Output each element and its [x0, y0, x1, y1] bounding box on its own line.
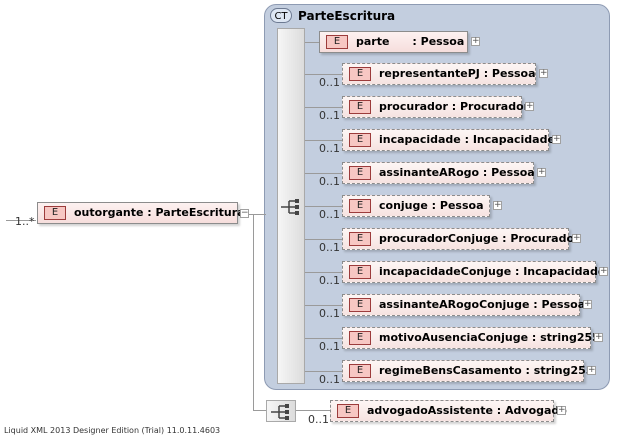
expand-toggle-icon[interactable]: +: [572, 233, 581, 243]
connector-line: [6, 220, 36, 221]
element-occurrence: 0..1: [319, 109, 340, 122]
element-label: conjuge : Pessoa: [379, 199, 484, 212]
expand-toggle-icon[interactable]: +: [539, 68, 548, 78]
element-badge: E: [349, 364, 371, 378]
element-badge: E: [337, 404, 359, 418]
expand-toggle-icon[interactable]: +: [525, 101, 534, 111]
element-label: incapacidadeConjuge : Incapacidade: [379, 265, 606, 278]
connector-line: [305, 305, 342, 306]
collapse-toggle-icon[interactable]: −: [240, 208, 249, 218]
expand-toggle-icon[interactable]: +: [537, 167, 546, 177]
expand-toggle-icon[interactable]: +: [587, 365, 596, 375]
element-badge: E: [349, 100, 371, 114]
sequence-icon: [281, 199, 299, 215]
complex-type-title: ParteEscritura: [298, 9, 396, 23]
connector-line: [253, 410, 267, 411]
expand-toggle-icon[interactable]: +: [493, 200, 502, 210]
element-occurrence: 0..1: [319, 175, 340, 188]
expand-toggle-icon[interactable]: +: [583, 299, 592, 309]
element-label: outorgante : ParteEscritura: [74, 206, 245, 219]
element-label: incapacidade : Incapacidade: [379, 133, 555, 146]
sequence-compositor[interactable]: [277, 28, 305, 384]
element-label: parte : Pessoa: [356, 35, 465, 48]
expand-toggle-icon[interactable]: +: [552, 134, 561, 144]
connector-line: [246, 214, 266, 215]
element-badge: E: [349, 298, 371, 312]
element-occurrence: 0..1: [319, 373, 340, 386]
element-badge: E: [349, 265, 371, 279]
connector-line: [305, 173, 342, 174]
element-occurrence: 0..1: [319, 208, 340, 221]
expand-toggle-icon[interactable]: +: [471, 36, 480, 46]
element-badge: E: [349, 232, 371, 246]
connector-line: [305, 107, 342, 108]
connector-line: [305, 140, 342, 141]
element-label: regimeBensCasamento : string255: [379, 364, 594, 377]
expand-toggle-icon[interactable]: +: [599, 266, 608, 276]
element-badge: E: [349, 133, 371, 147]
element-badge: E: [326, 35, 348, 49]
element-label: advogadoAssistente : Advogado: [367, 404, 567, 417]
connector-line: [305, 338, 342, 339]
element-outorgante[interactable]: E outorgante : ParteEscritura: [37, 202, 245, 224]
connector-line: [305, 42, 319, 43]
root-occurrence: 1..*: [15, 215, 35, 228]
connector-line: [305, 371, 342, 372]
element-badge: E: [349, 331, 371, 345]
connector-line: [253, 214, 254, 411]
element-advogado-assistente[interactable]: E advogadoAssistente : Advogado: [330, 400, 567, 422]
element-badge: E: [349, 199, 371, 213]
connector-line: [296, 410, 330, 411]
element-occurrence: 0..1: [319, 142, 340, 155]
element-occurrence: 0..1: [319, 274, 340, 287]
element-label: assinanteARogoConjuge : Pessoa: [379, 298, 586, 311]
element-label: procurador : Procurador: [379, 100, 530, 113]
complex-type-badge: CT: [270, 8, 292, 23]
connector-line: [305, 206, 342, 207]
connector-line: [305, 272, 342, 273]
element-occurrence: 0..1: [319, 307, 340, 320]
expand-toggle-icon[interactable]: +: [557, 405, 566, 415]
element-label: procuradorConjuge : Procurador: [379, 232, 580, 245]
element-label: motivoAusenciaConjuge : string255: [379, 331, 600, 344]
element-occurrence: 0..1: [308, 413, 329, 426]
element-label: assinanteARogo : Pessoa: [379, 166, 535, 179]
sequence-icon: [271, 404, 289, 420]
element-badge: E: [349, 166, 371, 180]
connector-line: [305, 74, 342, 75]
element-occurrence: 0..1: [319, 76, 340, 89]
element-occurrence: 0..1: [319, 241, 340, 254]
element-badge: E: [349, 67, 371, 81]
element-label: representantePJ : Pessoa: [379, 67, 536, 80]
connector-line: [305, 239, 342, 240]
element-occurrence: 0..1: [319, 340, 340, 353]
element-badge: E: [44, 206, 66, 220]
expand-toggle-icon[interactable]: +: [594, 332, 603, 342]
footer-credit: Liquid XML 2013 Designer Edition (Trial)…: [4, 426, 221, 435]
